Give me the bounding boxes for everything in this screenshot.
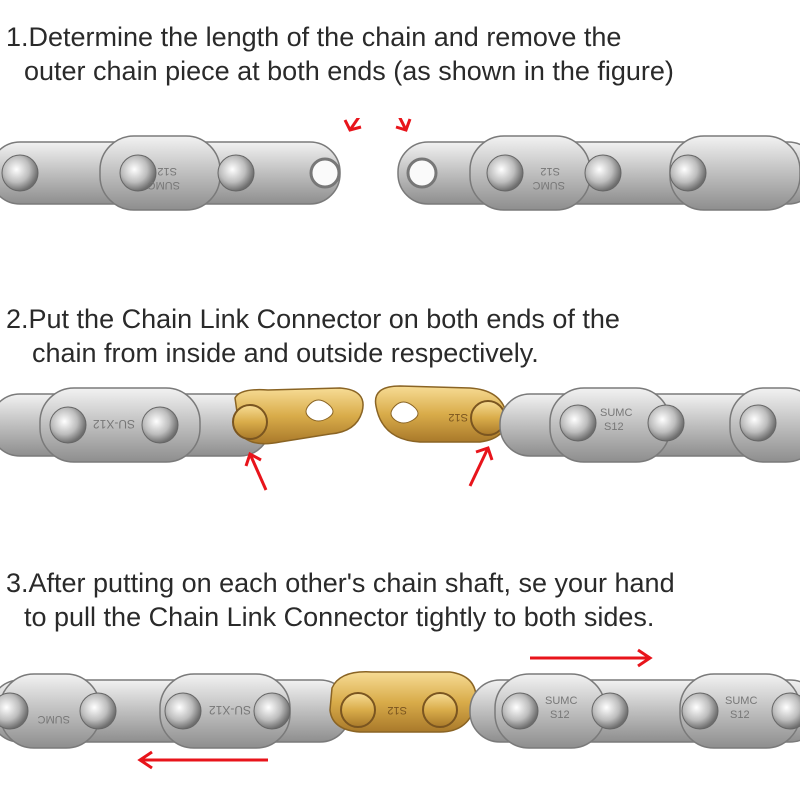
- red-arrow-up-left-icon: [244, 451, 268, 491]
- step-2-line-2: chain from inside and outside respective…: [32, 338, 539, 368]
- step-2-chain-illustration: SU-X12 S12 SUMC S12: [0, 378, 800, 498]
- left-chain-segment: SUMC SU-X12: [0, 673, 351, 749]
- connector-mark: S12: [387, 704, 407, 716]
- right-chain-segment: SUMC S12: [499, 387, 800, 463]
- step-1-line-1: 1.Determine the length of the chain and …: [6, 22, 622, 52]
- right-plate-brand: SUMC: [600, 407, 632, 419]
- step-1-chain-svg: SUMC S12 SUMC S12: [0, 118, 800, 211]
- left-chain-segment: SU-X12: [0, 387, 271, 463]
- step-2-instruction: 2.Put the Chain Link Connector on both e…: [0, 302, 800, 370]
- left-chain-link-connector: [232, 387, 364, 445]
- right-plate-model: S12: [604, 421, 624, 433]
- right-plate-model: S12: [550, 709, 570, 721]
- step-3-chain-illustration: SUMC SU-X12 S12 SUMC S12 SUMC S12: [0, 640, 800, 800]
- red-arrow-up-right-icon: [468, 446, 494, 487]
- step-1-instruction: 1.Determine the length of the chain and …: [0, 20, 800, 88]
- right-plate-model: S12: [540, 165, 560, 177]
- step-3-line-1: 3.After putting on each other's chain sh…: [6, 568, 675, 598]
- left-chain-segment: SUMC S12: [0, 135, 341, 211]
- red-arrow-pull-right-icon: [530, 648, 653, 668]
- step-3-chain-svg: SUMC SU-X12 S12 SUMC S12 SUMC S12: [0, 648, 800, 770]
- chain-link-connector: S12: [329, 671, 477, 733]
- right-chain-segment: SUMC S12: [397, 135, 800, 211]
- left-plate-alt-model: SU-X12: [93, 417, 135, 431]
- right-plate-brand: SUMC: [533, 179, 565, 191]
- red-arrow-right-icon: [395, 118, 412, 132]
- left-plate-brand: SUMC: [38, 713, 70, 725]
- red-arrow-pull-left-icon: [137, 750, 268, 770]
- left-plate-brand: SUMC: [148, 179, 180, 191]
- right-chain-segment: SUMC S12 SUMC S12: [469, 673, 800, 749]
- step-2-chain-svg: SU-X12 S12 SUMC S12: [0, 385, 800, 491]
- left-plate-alt-model: SU-X12: [209, 703, 251, 717]
- right-chain-link-connector: S12: [374, 385, 508, 443]
- step-3-line-2: to pull the Chain Link Connector tightly…: [24, 602, 655, 632]
- step-3-instruction: 3.After putting on each other's chain sh…: [0, 566, 800, 634]
- right-connector-mark: S12: [448, 411, 468, 423]
- right-plate-brand-2: SUMC: [725, 695, 757, 707]
- red-arrow-left-icon: [343, 118, 362, 132]
- right-plate-model-2: S12: [730, 709, 750, 721]
- step-1-line-2: outer chain piece at both ends (as shown…: [24, 56, 674, 86]
- left-plate-model: S12: [157, 165, 177, 177]
- step-1-chain-illustration: SUMC S12 SUMC S12: [0, 118, 800, 228]
- step-2-line-1: 2.Put the Chain Link Connector on both e…: [6, 304, 620, 334]
- right-plate-brand: SUMC: [545, 695, 577, 707]
